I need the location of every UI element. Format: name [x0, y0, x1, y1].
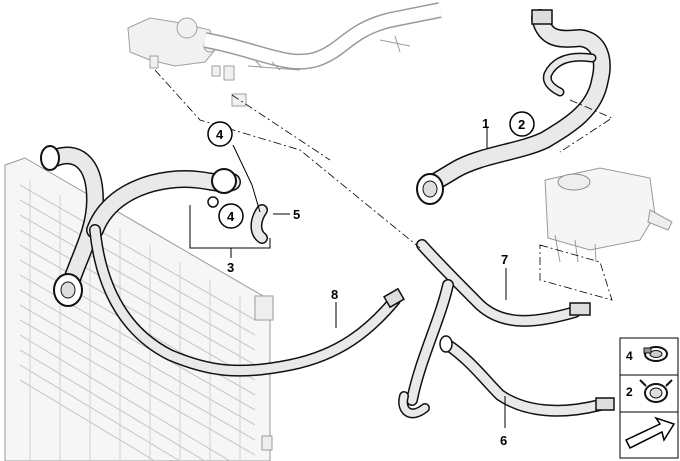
circled-callout-2: 2: [509, 111, 535, 137]
arrow-icon: [624, 416, 676, 450]
callout-7: 7: [501, 252, 508, 267]
callout-5: 5: [293, 207, 300, 222]
circled-callout-4-top: 4: [207, 121, 233, 147]
hose-1-outline: [559, 99, 613, 153]
callout-6: 6: [500, 433, 507, 448]
spring-clamp-icon: [639, 379, 673, 403]
legend-item-2-label: 2: [626, 385, 633, 399]
small-sensor-part: [223, 65, 247, 107]
svg-text:4: 4: [227, 209, 235, 224]
thermostat-housing: [127, 17, 221, 77]
hose-7: [398, 239, 591, 419]
callout-3: 3: [227, 260, 234, 275]
hose-clamp-icon: [643, 346, 668, 362]
reference-line-2: [231, 94, 331, 161]
reference-line: [154, 69, 421, 249]
parts-legend: 4 2: [619, 337, 679, 459]
callout-1: 1: [482, 116, 489, 131]
radiator: [4, 157, 274, 461]
upper-engine-pipe: [203, 2, 442, 71]
svg-text:2: 2: [518, 117, 525, 132]
svg-text:4: 4: [216, 127, 224, 142]
hose-8: [89, 224, 405, 377]
expansion-tank: [544, 167, 673, 263]
legend-item-4-label: 4: [626, 349, 633, 363]
callout-8: 8: [331, 287, 338, 302]
circled-callout-4-mid: 4: [218, 203, 244, 229]
tank-outline-box: [539, 244, 613, 301]
leader-lines: [189, 128, 507, 428]
hose-6: [439, 335, 615, 417]
hose-1: [416, 9, 611, 205]
hose-5: [250, 204, 268, 244]
hose-3: [40, 145, 241, 307]
